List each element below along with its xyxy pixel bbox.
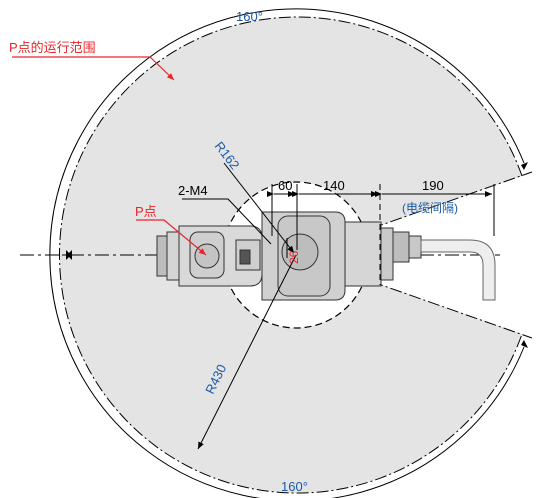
two-m4-label: 2-M4 [178, 183, 208, 198]
robot-cable [420, 239, 496, 301]
p-range-leader [12, 56, 175, 81]
p-range-boundary [58, 16, 523, 494]
angle-label-bottom: 160° [281, 479, 308, 494]
angle-label-top: 160° [236, 9, 263, 24]
r162-leader [223, 162, 295, 254]
dim-140-label: 140 [323, 178, 345, 193]
arc-arrow-bottom [521, 340, 528, 348]
cable-gap-label: (电缆间隔) [402, 201, 458, 215]
arc-arrow-left-b [67, 250, 72, 260]
r430-leader [197, 254, 297, 450]
p-range-label: P点的运行范围 [9, 40, 96, 55]
dim-60-label: 60 [278, 178, 292, 193]
two-m4-leader [182, 198, 272, 245]
arc-arrow-top [521, 162, 528, 170]
p-point-label: P点 [135, 204, 157, 219]
robot-top-view [156, 211, 422, 301]
p-range-area [59, 17, 523, 494]
dim-190-label: 190 [422, 178, 444, 193]
dim-26-label: 26 [287, 250, 301, 264]
p-point-leader [136, 219, 207, 256]
